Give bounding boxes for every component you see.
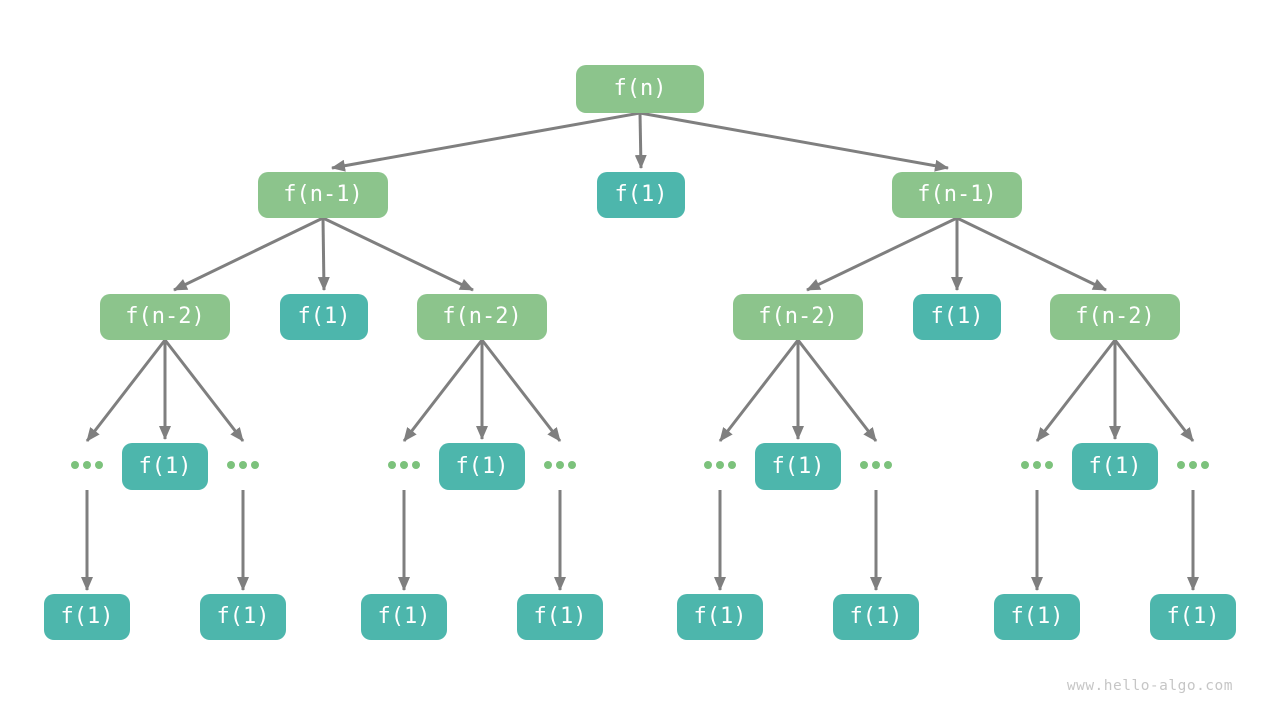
- ellipsis-dot: [412, 461, 420, 469]
- edge-arrow: [163, 339, 245, 442]
- ellipsis-dot: [71, 461, 79, 469]
- tree-node-f-1: f(1): [122, 443, 208, 490]
- tree-node-f-1: f(1): [44, 594, 130, 640]
- ellipsis-dots: [1021, 461, 1053, 469]
- ellipsis-dots: [388, 461, 420, 469]
- edge-arrow: [173, 216, 324, 292]
- ellipsis-dot: [251, 461, 259, 469]
- ellipsis-dot: [544, 461, 552, 469]
- ellipsis-dot: [83, 461, 91, 469]
- tree-node-f-n-2: f(n-2): [417, 294, 547, 340]
- ellipsis-dots: [1177, 461, 1209, 469]
- ellipsis-dot: [568, 461, 576, 469]
- edge-arrow: [402, 339, 484, 442]
- edge-arrow: [1113, 339, 1195, 442]
- tree-node-f-n: f(n): [576, 65, 704, 113]
- ellipsis-dots: [71, 461, 103, 469]
- ellipsis-dot: [1033, 461, 1041, 469]
- ellipsis-dot: [716, 461, 724, 469]
- edge-arrow: [956, 216, 1107, 292]
- edge-arrow: [85, 339, 167, 442]
- ellipsis-dot: [1189, 461, 1197, 469]
- tree-node-f-n-1: f(n-1): [258, 172, 388, 218]
- tree-node-f-1: f(1): [200, 594, 286, 640]
- ellipsis-dots: [860, 461, 892, 469]
- tree-node-f-n-2: f(n-2): [1050, 294, 1180, 340]
- edge-arrow: [317, 217, 330, 291]
- ellipsis-dot: [872, 461, 880, 469]
- ellipsis-dot: [556, 461, 564, 469]
- edge-arrow: [796, 339, 878, 442]
- ellipsis-dots: [704, 461, 736, 469]
- edge-arrow: [480, 339, 562, 442]
- tree-node-f-1: f(1): [280, 294, 368, 340]
- ellipsis-dot: [704, 461, 712, 469]
- ellipsis-dot: [95, 461, 103, 469]
- ellipsis-dot: [728, 461, 736, 469]
- ellipsis-dot: [388, 461, 396, 469]
- ellipsis-dot: [239, 461, 247, 469]
- ellipsis-dot: [884, 461, 892, 469]
- tree-node-f-1: f(1): [994, 594, 1080, 640]
- tree-node-f-1: f(1): [439, 443, 525, 490]
- tree-node-f-1: f(1): [833, 594, 919, 640]
- edge-arrow: [1035, 339, 1117, 442]
- ellipsis-dots: [227, 461, 259, 469]
- edge-arrow: [331, 111, 641, 172]
- tree-node-f-1: f(1): [597, 172, 685, 218]
- tree-node-f-1: f(1): [677, 594, 763, 640]
- tree-node-f-1: f(1): [755, 443, 841, 490]
- ellipsis-dot: [860, 461, 868, 469]
- ellipsis-dot: [400, 461, 408, 469]
- ellipsis-dot: [227, 461, 235, 469]
- tree-node-f-n-1: f(n-1): [892, 172, 1022, 218]
- tree-node-f-n-2: f(n-2): [100, 294, 230, 340]
- ellipsis-dots: [544, 461, 576, 469]
- tree-node-f-1: f(1): [361, 594, 447, 640]
- tree-node-f-1: f(1): [1150, 594, 1236, 640]
- tree-node-f-1: f(1): [517, 594, 603, 640]
- ellipsis-dot: [1201, 461, 1209, 469]
- tree-node-f-1: f(1): [1072, 443, 1158, 490]
- ellipsis-dot: [1045, 461, 1053, 469]
- ellipsis-dot: [1177, 461, 1185, 469]
- edge-arrow: [806, 216, 958, 292]
- edge-arrow: [639, 111, 949, 172]
- edge-arrow: [718, 339, 800, 442]
- ellipsis-dot: [1021, 461, 1029, 469]
- watermark: www.hello-algo.com: [1066, 678, 1233, 694]
- edge-arrow: [634, 112, 647, 169]
- edge-arrow: [322, 216, 474, 292]
- tree-node-f-n-2: f(n-2): [733, 294, 863, 340]
- tree-node-f-1: f(1): [913, 294, 1001, 340]
